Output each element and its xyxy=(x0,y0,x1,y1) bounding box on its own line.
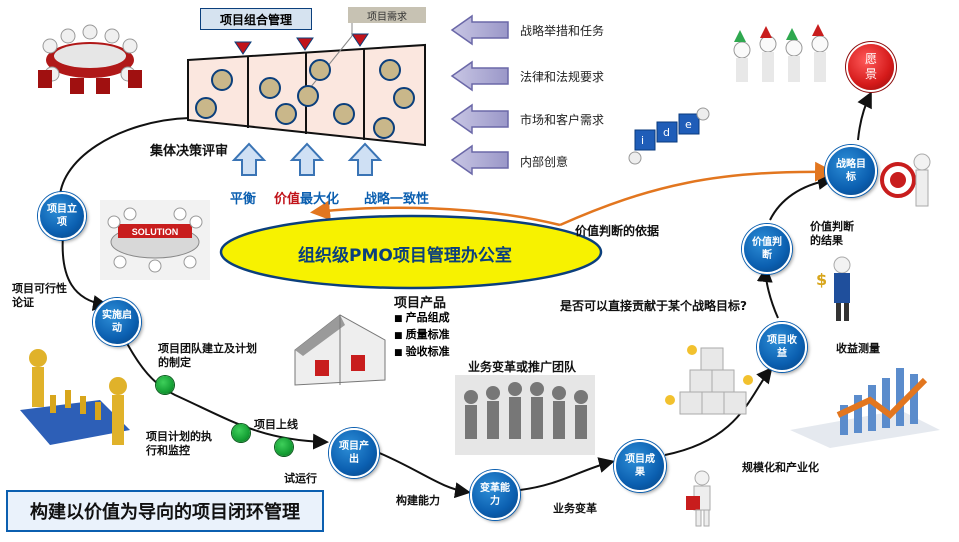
idea-cubes-image: i d e xyxy=(628,107,710,165)
scale-label: 规模化和产业化 xyxy=(742,461,819,474)
growth-chart-image xyxy=(790,368,940,448)
project-demand-label: 项目需求 xyxy=(348,7,426,23)
node-project-output: 项目产出 xyxy=(329,428,379,478)
cycle-path-up2 xyxy=(769,174,834,221)
criteria-alignment: 战略一致性 xyxy=(364,192,430,207)
pmo-label: 组织级PMO项目管理办公室 xyxy=(298,246,512,266)
milestone-dot-execute xyxy=(232,424,250,442)
change-team-label: 业务变革或推广团队 xyxy=(468,360,577,374)
feedback-to-criteria xyxy=(310,200,561,227)
cycle-path-up1 xyxy=(756,266,779,319)
node-project-benefit: 项目收益 xyxy=(757,322,807,372)
svg-text:$: $ xyxy=(816,270,827,289)
solution-meeting-image: SOLUTION xyxy=(100,200,210,280)
product-attributes: 产品组成 质量标准 验收标准 xyxy=(394,310,450,361)
criteria-balance: 平衡 xyxy=(230,192,257,207)
vision-label: 愿景 xyxy=(864,52,877,81)
gift-figure-image xyxy=(686,470,711,527)
chess-figures-image xyxy=(20,349,130,445)
judge-result-label: 价值判断的结果 xyxy=(810,220,854,247)
product-attr: 质量标准 xyxy=(394,327,450,344)
product-attr: 产品组成 xyxy=(394,310,450,327)
input-strategy: 战略举措和任务 xyxy=(520,24,605,38)
feedback-to-goal xyxy=(559,161,835,227)
collective-decision-label: 集体决策评审 xyxy=(150,144,229,159)
milestone-dot-plan xyxy=(156,376,174,394)
node-project-result: 项目成果 xyxy=(614,440,666,492)
celebration-image xyxy=(733,24,829,82)
footer-title: 构建以价值为导向的项目闭环管理 xyxy=(6,490,324,532)
cycle-path-right xyxy=(664,366,773,456)
cycle-path-bottom xyxy=(376,451,471,499)
product-attr: 验收标准 xyxy=(394,344,450,361)
portfolio-management-label: 项目组合管理 xyxy=(200,8,312,30)
value-basis-label: 价值判断的依据 xyxy=(575,224,660,238)
puzzle-builders-image xyxy=(665,345,753,415)
svg-text:d: d xyxy=(663,126,670,139)
boardroom-image xyxy=(38,24,142,94)
feasibility-label: 项目可行性论证 xyxy=(12,282,67,309)
build-capability-label: 构建能力 xyxy=(396,494,440,507)
input-regulation: 法律和法规要求 xyxy=(520,70,605,84)
node-strategic-goal: 战略目标 xyxy=(825,145,877,197)
cycle-path-down xyxy=(61,234,109,311)
node-project-initiate: 项目立项 xyxy=(38,192,86,240)
node-value-judge: 价值判断 xyxy=(742,224,792,274)
business-change-label: 业务变革 xyxy=(553,502,597,515)
pmo-ellipse xyxy=(219,214,603,290)
benefit-measure-label: 收益测量 xyxy=(836,342,880,355)
node-change-capability: 变革能力 xyxy=(470,470,520,520)
product-title: 项目产品 xyxy=(394,296,447,311)
input-market: 市场和客户需求 xyxy=(520,113,605,127)
execute-label: 项目计划的执行和监控 xyxy=(146,430,212,457)
cycle-path-bottom2 xyxy=(519,457,615,491)
node-kickoff: 实施启动 xyxy=(93,298,141,346)
cycle-path-left xyxy=(50,117,191,209)
solution-sign: SOLUTION xyxy=(132,227,179,237)
money-figure-image: $ xyxy=(816,256,851,321)
milestone-dot-launch xyxy=(275,438,293,456)
svg-text:e: e xyxy=(685,118,692,131)
launch-label: 项目上线 xyxy=(254,418,298,431)
team-plan-label: 项目团队建立及计划的制定 xyxy=(158,342,257,369)
trial-label: 试运行 xyxy=(284,472,317,485)
input-internal: 内部创意 xyxy=(520,155,569,169)
strategy-question-label: 是否可以直接贡献于某个战略目标? xyxy=(560,299,747,313)
house-construction-image xyxy=(294,314,386,386)
cycle-path-lower xyxy=(119,329,329,450)
criteria-value-max: 价值最大化 xyxy=(274,192,340,207)
vision-node: 愿景 xyxy=(848,44,894,90)
cycle-path-up3 xyxy=(857,91,872,141)
change-team-image xyxy=(455,375,595,455)
svg-text:i: i xyxy=(641,134,644,147)
target-figure-image xyxy=(880,153,931,207)
